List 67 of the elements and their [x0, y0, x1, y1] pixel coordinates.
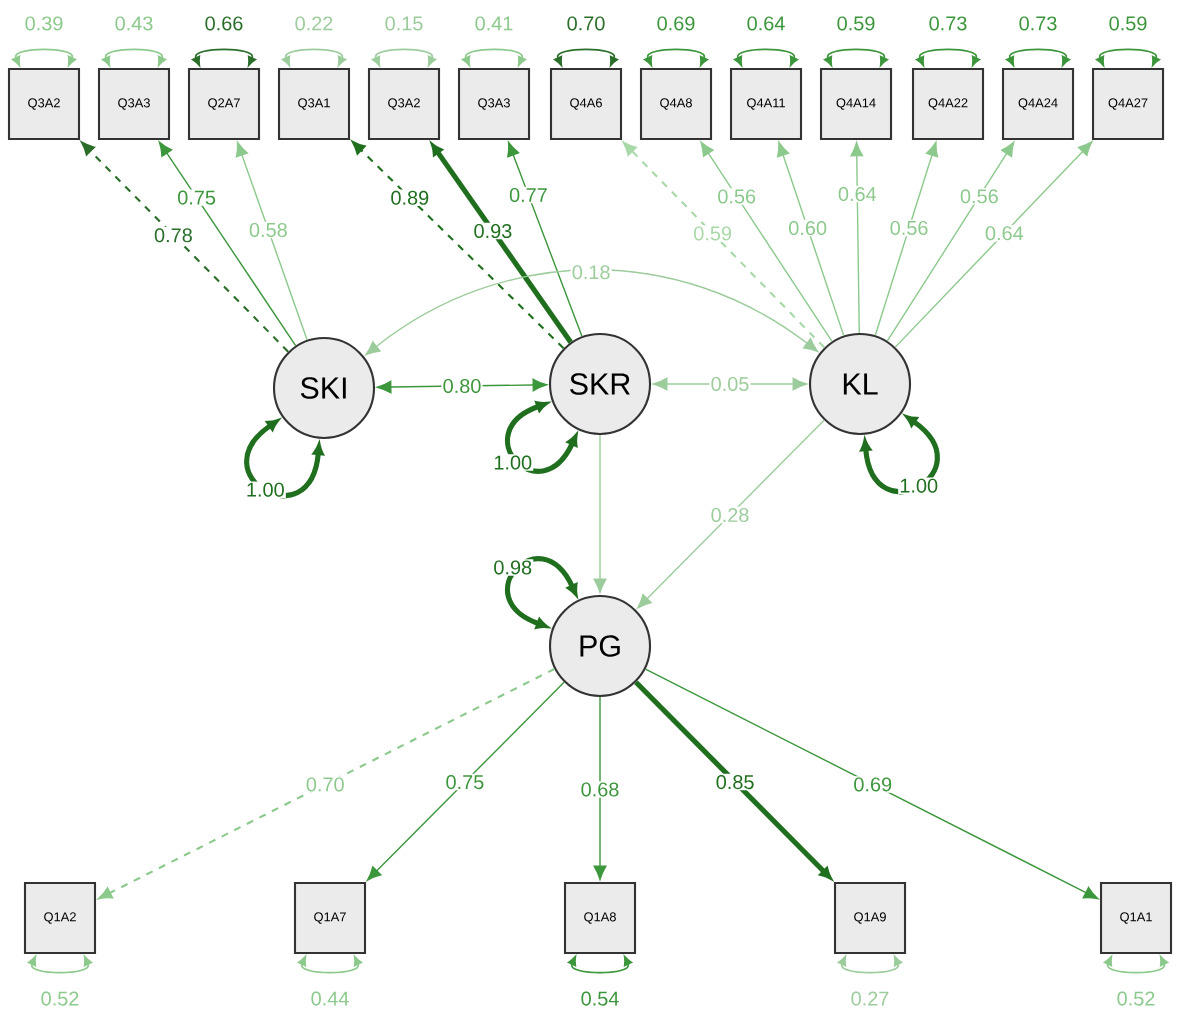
edge-label: 0.75 — [444, 773, 486, 791]
edge-label: 0.68 — [579, 781, 621, 798]
edge-label: 0.18 — [570, 264, 612, 281]
variance-label: 0.66 — [203, 15, 245, 32]
edge-label: 0.70 — [304, 776, 346, 793]
path-arrow — [894, 141, 1093, 348]
path-arrow — [376, 378, 548, 394]
variance-label: 0.69 — [655, 15, 697, 32]
variance-label: 1.00 — [898, 477, 940, 494]
edge-label: 0.80 — [441, 377, 483, 395]
path-arrow — [366, 681, 565, 881]
edge-label: 0.93 — [472, 222, 514, 240]
variance-label: 0.43 — [113, 15, 155, 32]
variance-label: 1.00 — [244, 481, 286, 498]
path-arrow — [365, 269, 819, 356]
variance-label: 1.00 — [492, 454, 534, 471]
path-arrow — [634, 680, 832, 880]
path-arrow — [235, 141, 308, 341]
variance-label: 0.59 — [835, 15, 877, 32]
path-arrow — [431, 143, 573, 344]
variance-label: 0.54 — [579, 990, 621, 1007]
variance-label: 0.59 — [1107, 15, 1149, 32]
path-arrow — [777, 141, 845, 337]
variance-label: 0.27 — [849, 990, 891, 1007]
edge-label: 0.28 — [709, 506, 751, 524]
variance-label: 0.15 — [383, 15, 425, 32]
variance-label: 0.52 — [1115, 990, 1157, 1007]
edge-label: 0.64 — [983, 225, 1025, 242]
edge-label: 0.05 — [709, 375, 751, 393]
path-arrow — [652, 377, 808, 391]
path-arrow — [351, 140, 565, 350]
variance-label: 0.73 — [927, 15, 969, 32]
variance-label: 0.44 — [309, 990, 351, 1007]
edge-label: 0.58 — [247, 221, 289, 239]
variance-label: 0.98 — [492, 559, 534, 576]
path-arrow — [874, 141, 939, 336]
edge-label: 0.56 — [716, 188, 758, 205]
path-arrow — [507, 141, 583, 337]
path-arrow — [700, 141, 833, 343]
edge-label: 0.78 — [152, 227, 194, 244]
edge-label: 0.89 — [389, 189, 431, 206]
variance-label: 0.22 — [293, 15, 335, 32]
path-arrow — [158, 141, 297, 347]
path-arrow — [644, 668, 1099, 900]
path-arrow — [850, 141, 864, 334]
path-arrow — [593, 696, 607, 881]
path-arrow — [81, 141, 289, 353]
variance-label: 0.39 — [23, 15, 65, 32]
path-arrow — [637, 419, 825, 609]
edge-label: 0.75 — [176, 189, 218, 206]
path-arrow — [98, 668, 555, 900]
variance-label: 0.52 — [39, 990, 81, 1007]
edge-label: 0.69 — [852, 776, 894, 793]
variance-label: 0.73 — [1017, 15, 1059, 32]
edge-label: 0.64 — [836, 185, 878, 203]
variance-label: 0.64 — [745, 15, 787, 32]
path-arrow — [886, 141, 1015, 342]
path-arrow — [622, 141, 826, 349]
edge-label: 0.77 — [507, 186, 549, 204]
variance-label: 0.70 — [565, 15, 607, 32]
edge-label: 0.60 — [787, 219, 829, 237]
edge-label: 0.56 — [888, 219, 930, 237]
path-arrow — [593, 434, 607, 594]
variance-label: 0.41 — [473, 15, 515, 32]
edge-label: 0.59 — [692, 225, 734, 242]
edge-label: 0.56 — [958, 188, 1000, 205]
edge-label: 0.85 — [714, 773, 756, 791]
